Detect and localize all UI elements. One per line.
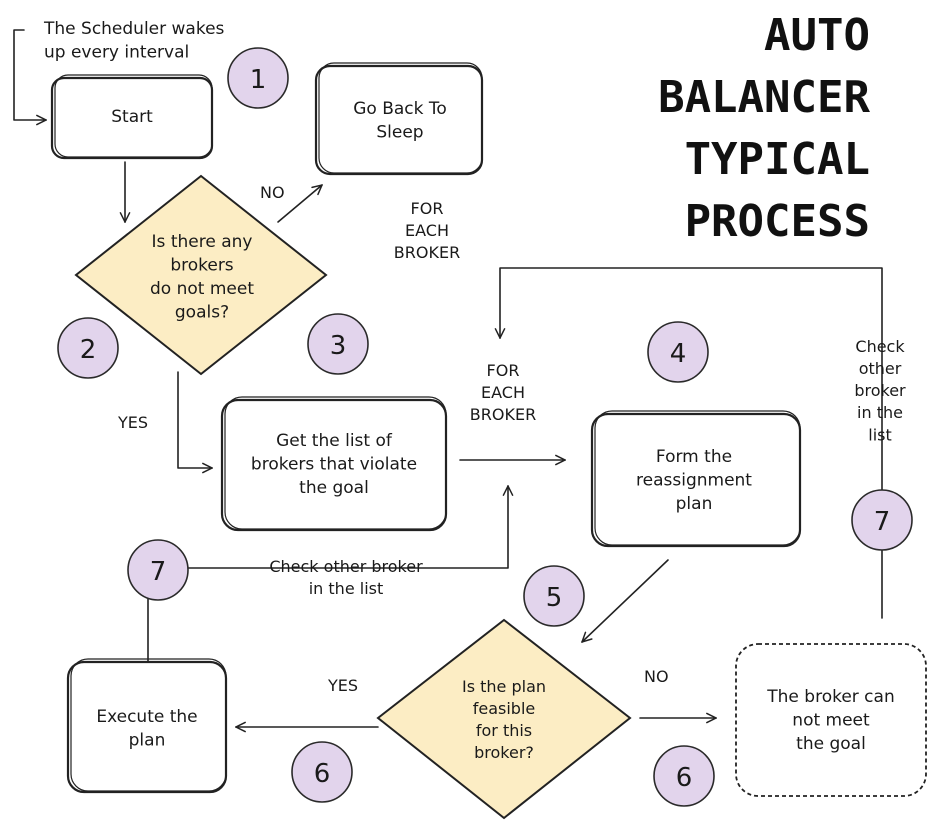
for-each-broker-top: FOR EACH BROKER [394, 199, 460, 262]
text-line: Get the list of [276, 431, 393, 451]
step-badge-5: 5 [523, 565, 585, 627]
text-line: BROKER [394, 243, 460, 262]
start-text: Start [111, 107, 153, 127]
get-list-text: Get the list of brokers that violate the g… [251, 431, 417, 498]
decision-any-text: Is there any brokers do not meet goals? [150, 232, 254, 322]
sleep-text: Go Back To Sleep [353, 99, 447, 142]
svg-text:6: 6 [314, 759, 331, 789]
for-each-broker-mid: FOR EACH BROKER [470, 361, 536, 424]
start-node: Start [50, 74, 214, 160]
text-line: not meet [792, 710, 870, 730]
title-line-3: TYPICAL [685, 134, 870, 185]
text-line: Form the [656, 447, 732, 467]
step-badge-1: 1 [227, 47, 289, 109]
text-line: brokers that violate [251, 454, 417, 474]
svg-text:3: 3 [330, 331, 347, 361]
text-line: Sleep [376, 122, 423, 142]
sleep-node: Go Back To Sleep [314, 62, 484, 176]
text-line: Check [855, 337, 905, 356]
form-plan-node: Form the reassignment plan [590, 410, 802, 548]
step-badge-7-left: 7 [127, 539, 189, 601]
text-line: BROKER [470, 405, 536, 424]
step-badge-2: 2 [57, 317, 119, 379]
no-label-bottom: NO [644, 667, 669, 686]
text-line: plan [129, 730, 166, 750]
text-line: reassignment [636, 470, 752, 490]
text-line: Go Back To [353, 99, 447, 119]
text-line: plan [676, 494, 713, 514]
svg-text:2: 2 [80, 335, 97, 365]
text-line: FOR [487, 361, 520, 380]
text-line: list [868, 425, 892, 444]
svg-text:7: 7 [874, 507, 891, 537]
form-plan-text: Form the reassignment plan [636, 447, 752, 514]
decision-any-shape [74, 174, 328, 376]
text-line: Start [111, 107, 153, 127]
text-line: other [859, 359, 902, 378]
step-badge-4: 4 [647, 321, 709, 383]
title-line-2: BALANCER [658, 72, 870, 123]
step-badge-6-left: 6 [291, 741, 353, 803]
svg-text:1: 1 [250, 65, 267, 95]
svg-text:4: 4 [670, 339, 687, 369]
diagram-title: AUTO BALANCER TYPICAL PROCESS [658, 10, 870, 247]
text-line: Check other broker [269, 557, 423, 576]
text-line: FOR [411, 199, 444, 218]
plan-to-feasible-arrow [582, 559, 669, 642]
loop-top-arrow [500, 267, 883, 619]
text-line: goals? [175, 302, 229, 322]
scheduler-loop-arrow [13, 29, 46, 120]
yes-label-left: YES [117, 413, 148, 432]
text-line: broker [854, 381, 906, 400]
text-line: feasible [473, 699, 536, 718]
text-line: for this [476, 721, 532, 740]
text-line: EACH [405, 221, 449, 240]
text-line: EACH [481, 383, 525, 402]
decision-any-node: Is there any brokers do not meet goals? [74, 174, 328, 376]
text-line: the goal [796, 734, 866, 754]
title-line-1: AUTO [764, 10, 870, 61]
step-badge-3: 3 [307, 313, 369, 375]
yes-to-list-arrow [177, 371, 212, 468]
text-line: Is the plan [462, 677, 546, 696]
check-other-mid: Check other broker in the list [269, 557, 423, 598]
title-line-4: PROCESS [685, 196, 870, 247]
text-line: in the [857, 403, 903, 422]
decision-feasible-shape [376, 618, 632, 820]
yes-label-bottom: YES [327, 676, 358, 695]
no-to-sleep-arrow [277, 185, 322, 223]
text-line: The broker can [766, 687, 894, 707]
check-other-right: Check other broker in the list [854, 337, 906, 444]
step-badge-6-right: 6 [653, 745, 715, 807]
scheduler-note: The Scheduler wakes up every interval [43, 19, 225, 62]
decision-feasible-node: Is the plan feasible for this broker? [376, 618, 632, 820]
svg-text:6: 6 [676, 763, 693, 793]
svg-text:5: 5 [546, 583, 563, 613]
text-line: The Scheduler wakes [43, 19, 225, 39]
get-list-node: Get the list of brokers that violate the g… [220, 396, 448, 532]
execute-check-loop-arrow [147, 486, 508, 663]
execute-text: Execute the plan [96, 707, 197, 750]
cannot-meet-node: The broker can not meet the goal [735, 643, 927, 797]
text-line: in the list [309, 579, 384, 598]
text-line: Is there any [152, 232, 253, 252]
no-label-top: NO [260, 183, 285, 202]
text-line: Execute the [96, 707, 197, 727]
text-line: brokers [170, 255, 233, 275]
text-line: the goal [299, 478, 369, 498]
text-line: broker? [474, 743, 534, 762]
decision-feasible-text: Is the plan feasible for this broker? [462, 677, 546, 762]
svg-text:7: 7 [150, 557, 167, 587]
text-line: up every interval [44, 42, 189, 62]
execute-node: Execute the plan [66, 658, 228, 794]
step-badge-7-right: 7 [851, 489, 913, 551]
text-line: do not meet [150, 279, 254, 299]
cannot-meet-text: The broker can not meet the goal [766, 687, 894, 754]
